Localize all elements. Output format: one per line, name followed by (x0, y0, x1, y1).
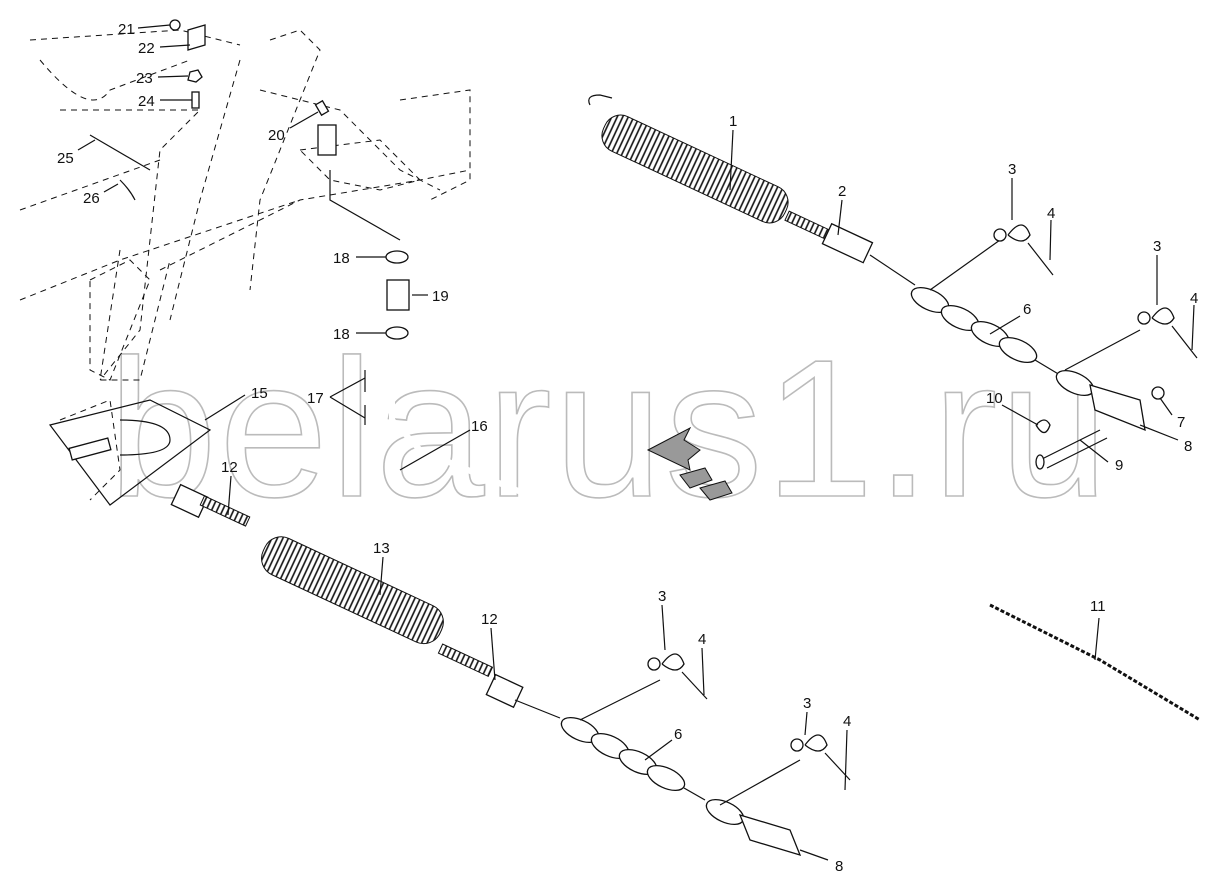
callout-7: 7 (1177, 414, 1185, 431)
hardware-parts-upper (89, 19, 401, 241)
direction-arrow (646, 426, 733, 501)
bolt-kit-15 (48, 399, 212, 506)
callout-25: 25 (57, 150, 74, 167)
callout-9: 9 (1115, 457, 1123, 474)
callout-23: 23 (136, 70, 153, 87)
callouts: 21 22 23 24 25 26 20 18 19 18 17 16 15 1… (57, 21, 1198, 875)
rod-assembly (364, 250, 558, 563)
callout-19: 19 (432, 288, 449, 305)
callout-15: 15 (251, 385, 268, 402)
callout-4-d: 4 (843, 713, 851, 730)
callout-3-d: 3 (803, 695, 811, 712)
chain-lower (514, 679, 802, 857)
callout-4-a: 4 (1047, 205, 1055, 222)
callout-17: 17 (307, 390, 324, 407)
callout-4-c: 4 (698, 631, 706, 648)
callout-3-a: 3 (1008, 161, 1016, 178)
tractor-frame-outline (19, 29, 471, 501)
callout-1: 1 (729, 113, 737, 130)
callout-13: 13 (373, 540, 390, 557)
cable-11 (989, 603, 1201, 722)
callout-22: 22 (138, 40, 155, 57)
watermark: belarus1.ru (108, 319, 1111, 538)
callout-11: 11 (1090, 598, 1106, 615)
callout-3-c: 3 (658, 588, 666, 605)
spring-13 (170, 483, 524, 709)
callout-4-b: 4 (1190, 290, 1198, 307)
callout-24: 24 (138, 93, 155, 110)
chain-upper (869, 239, 1165, 470)
callout-6-upper: 6 (1023, 301, 1031, 318)
callout-8-upper: 8 (1184, 438, 1192, 455)
callout-18-upper: 18 (333, 250, 350, 267)
callout-8-lower: 8 (835, 858, 843, 875)
callout-10: 10 (986, 390, 1003, 407)
callout-6-lower: 6 (674, 726, 682, 743)
callout-12-right: 12 (481, 611, 498, 628)
callout-2: 2 (838, 183, 846, 200)
callout-18-lower: 18 (333, 326, 350, 343)
callout-3-b: 3 (1153, 238, 1161, 255)
callout-12-left: 12 (221, 459, 238, 476)
shackles (647, 224, 1198, 781)
callout-26: 26 (83, 190, 100, 207)
callout-20: 20 (268, 127, 285, 144)
spring-1 (588, 94, 874, 264)
callout-16: 16 (471, 418, 488, 435)
leader-lines (77, 24, 1195, 861)
callout-21: 21 (118, 21, 135, 38)
